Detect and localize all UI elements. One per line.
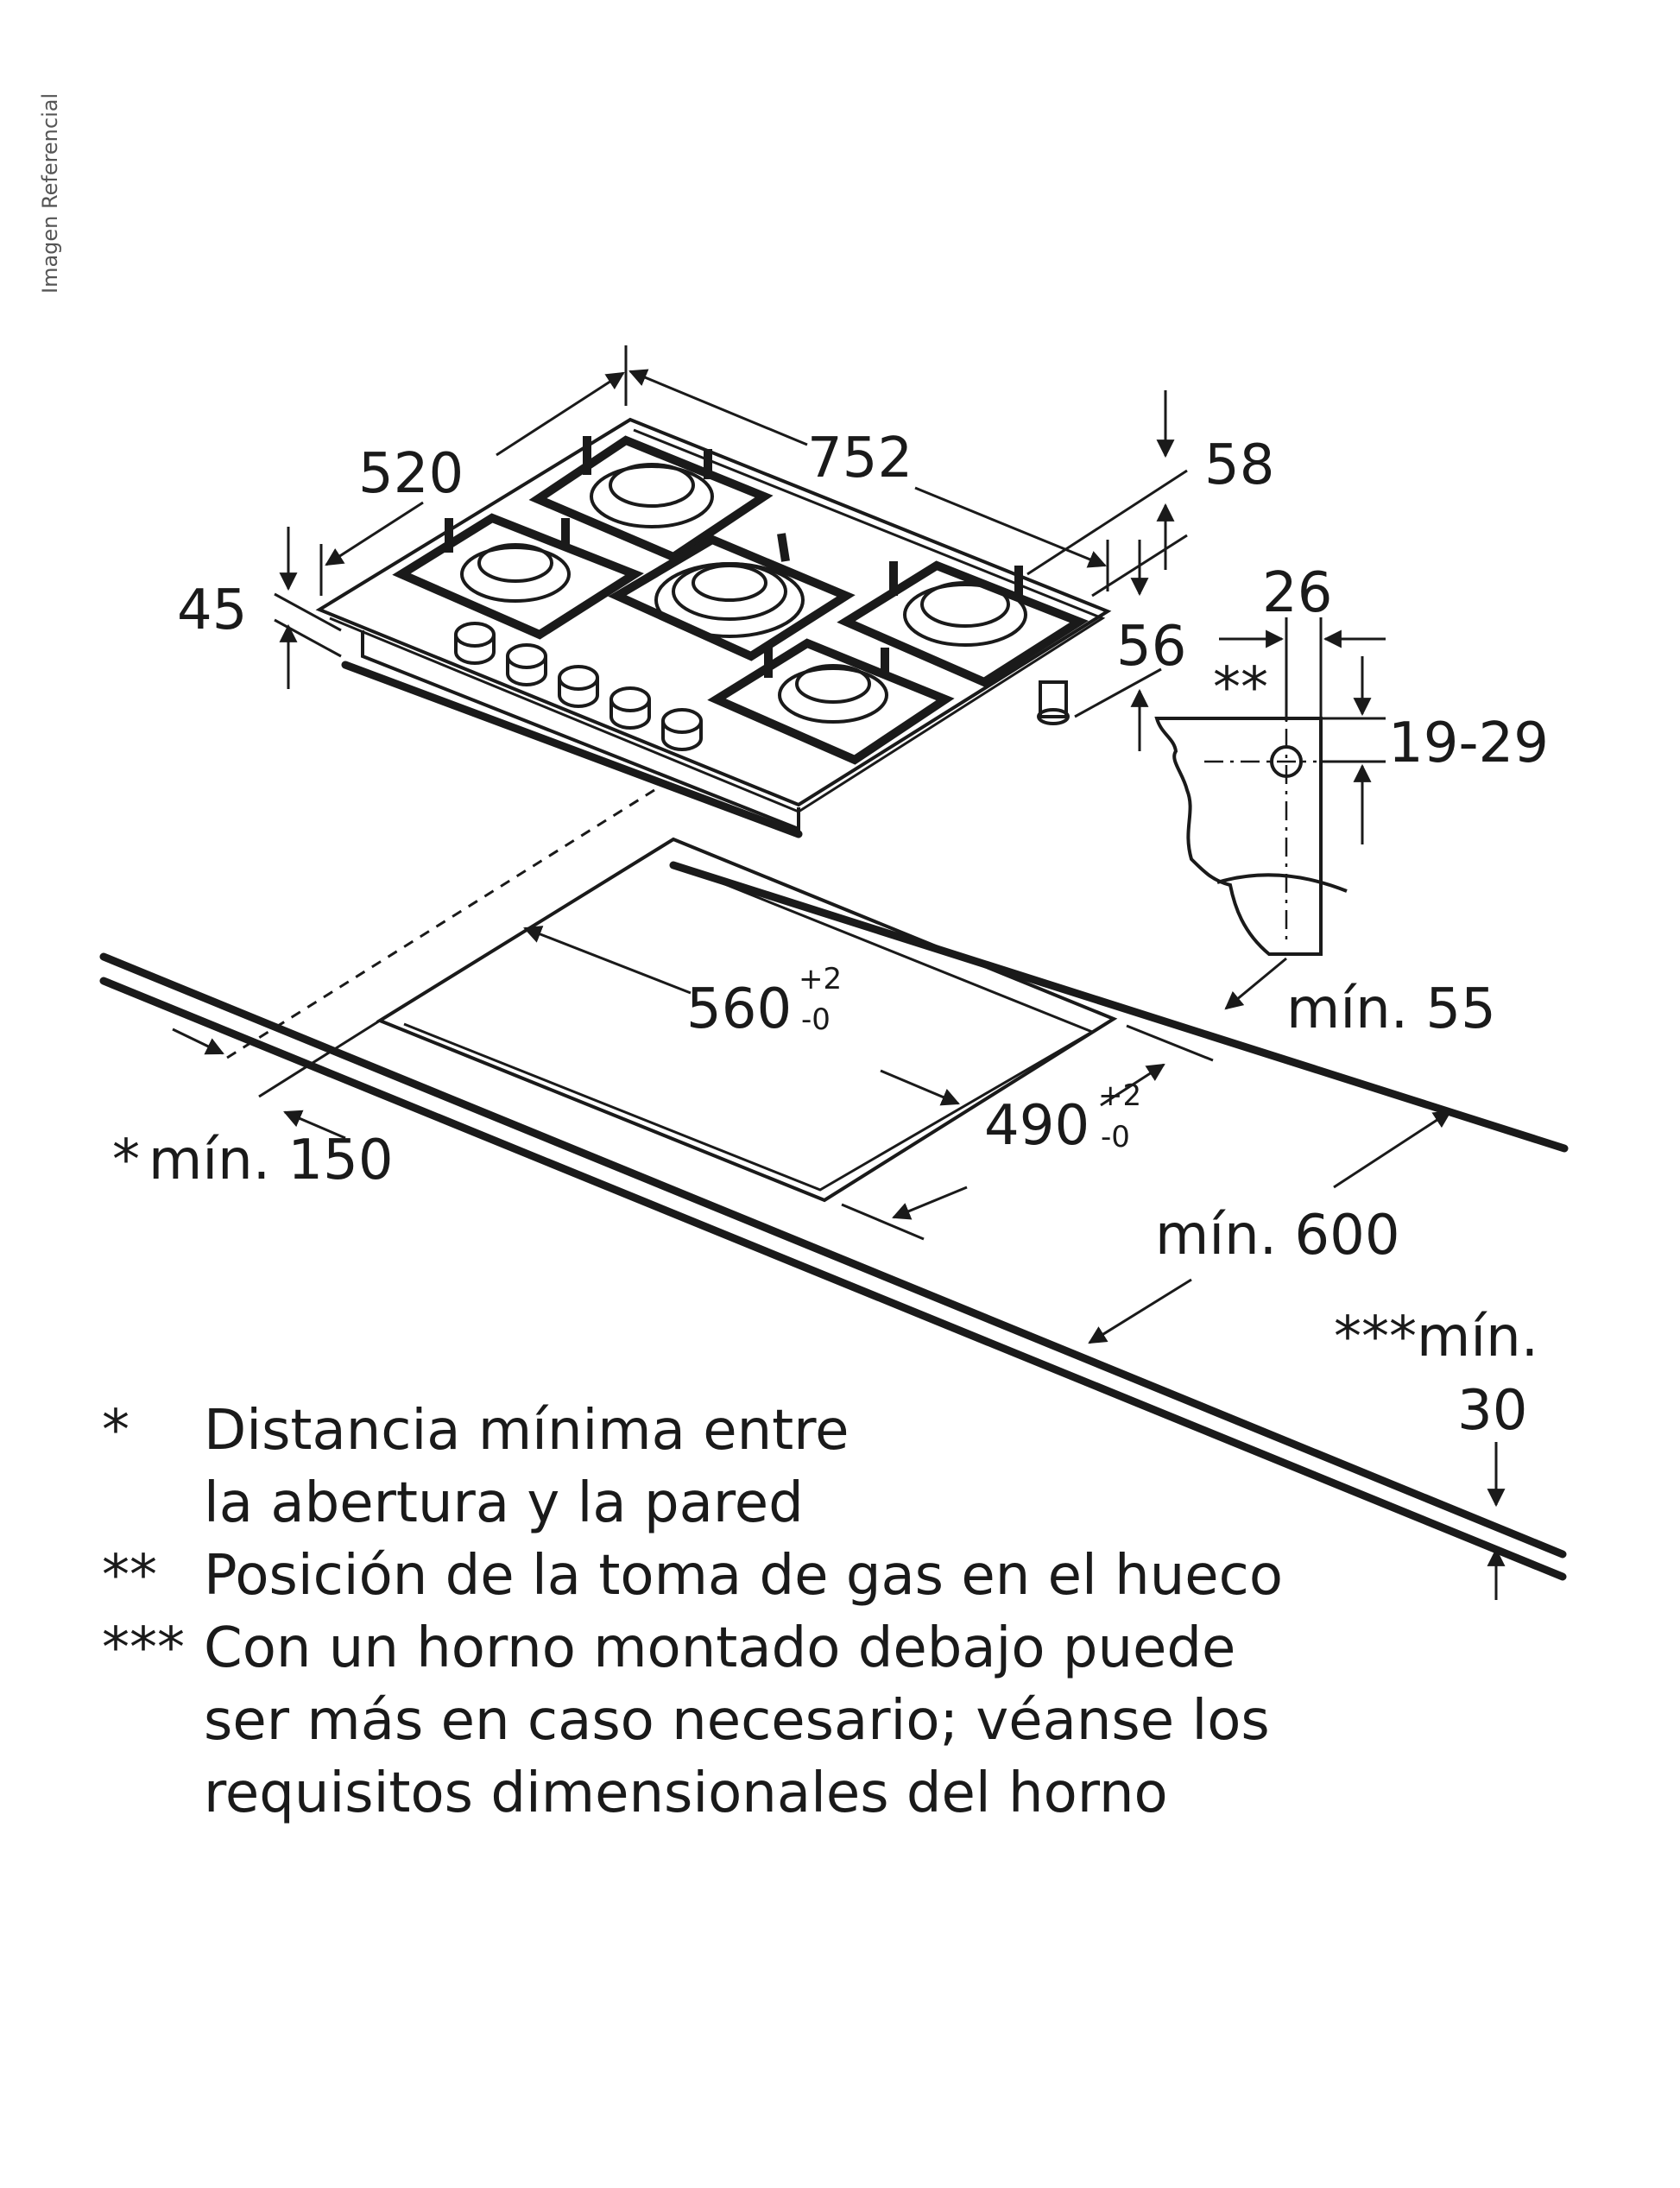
dim-width-752: 752 bbox=[807, 427, 913, 490]
footnote-mark: ** bbox=[102, 1544, 157, 1608]
burner-front-right bbox=[778, 664, 888, 724]
dim-height-56: 56 bbox=[1116, 615, 1186, 679]
dim-min-55: mín. 55 bbox=[1286, 977, 1496, 1041]
control-knobs bbox=[454, 622, 703, 751]
dim-gas-26: 26 bbox=[1262, 561, 1332, 625]
dim-min-30-line1: ***mín. bbox=[1334, 1306, 1538, 1369]
footnote-text: Distancia mínima entre la abertura y la … bbox=[204, 1399, 849, 1535]
dim-gas-19-29: 19-29 bbox=[1388, 711, 1549, 775]
knob-2 bbox=[506, 643, 547, 686]
worktop bbox=[99, 788, 1569, 1581]
burner-center-wok bbox=[654, 562, 805, 638]
dim-min-150-mark: * bbox=[112, 1129, 140, 1192]
gas-hob bbox=[315, 417, 1112, 838]
footnote-mark: *** bbox=[102, 1616, 185, 1680]
dim-cutout-490-tol-minus: -0 bbox=[1101, 1120, 1130, 1154]
dim-height-58: 58 bbox=[1204, 433, 1274, 497]
footnote: *** Con un horno montado debajo puede se… bbox=[102, 1612, 1569, 1830]
dim-cutout-560-tol-minus: -0 bbox=[801, 1002, 831, 1037]
burner-grate-front-right bbox=[707, 638, 955, 765]
gas-connection-profile: 26 ** 19-29 bbox=[1154, 561, 1549, 956]
burner-grate-rear-left bbox=[528, 435, 774, 562]
dim-cutout-560: 560 bbox=[686, 977, 792, 1041]
burner-rear-right bbox=[903, 581, 1027, 647]
footnote-mark: * bbox=[102, 1399, 129, 1463]
dim-min-600: mín. 600 bbox=[1155, 1204, 1400, 1268]
dim-min-150: mín. 150 bbox=[148, 1129, 394, 1192]
dim-cutout-560-tol-plus: +2 bbox=[799, 962, 842, 996]
burner-rear-left bbox=[590, 463, 714, 528]
dim-cutout-490-tol-plus: +2 bbox=[1098, 1078, 1141, 1113]
burner-front-left bbox=[460, 543, 571, 603]
dim-depth-520: 520 bbox=[358, 442, 464, 506]
dim-min-30-line2: 30 bbox=[1457, 1379, 1527, 1443]
burner-grate-front-left bbox=[392, 513, 644, 640]
gas-marker: ** bbox=[1213, 656, 1268, 720]
knob-5 bbox=[661, 708, 703, 751]
burner-grate-rear-right bbox=[837, 560, 1089, 687]
footnote: * Distancia mínima entre la abertura y l… bbox=[102, 1394, 1569, 1540]
knob-3 bbox=[558, 665, 599, 708]
dim-cutout-490: 490 bbox=[984, 1094, 1089, 1158]
footnote-text: Posición de la toma de gas en el hueco bbox=[204, 1544, 1283, 1608]
knob-1 bbox=[454, 622, 496, 665]
knob-4 bbox=[609, 686, 651, 730]
dim-height-45: 45 bbox=[177, 579, 247, 642]
cutout-dimensions: 560 +2 -0 490 +2 -0 mín. 55 * mín. 150 m… bbox=[112, 926, 1538, 1600]
side-label: Imagen Referencial bbox=[38, 93, 62, 294]
footnote: ** Posición de la toma de gas en el huec… bbox=[102, 1540, 1569, 1612]
hob-dimensions: 752 520 45 58 56 bbox=[177, 345, 1274, 751]
gas-connector bbox=[1037, 680, 1070, 725]
footnotes: * Distancia mínima entre la abertura y l… bbox=[102, 1394, 1569, 1830]
footnote-text: Con un horno montado debajo puede ser má… bbox=[204, 1616, 1270, 1825]
